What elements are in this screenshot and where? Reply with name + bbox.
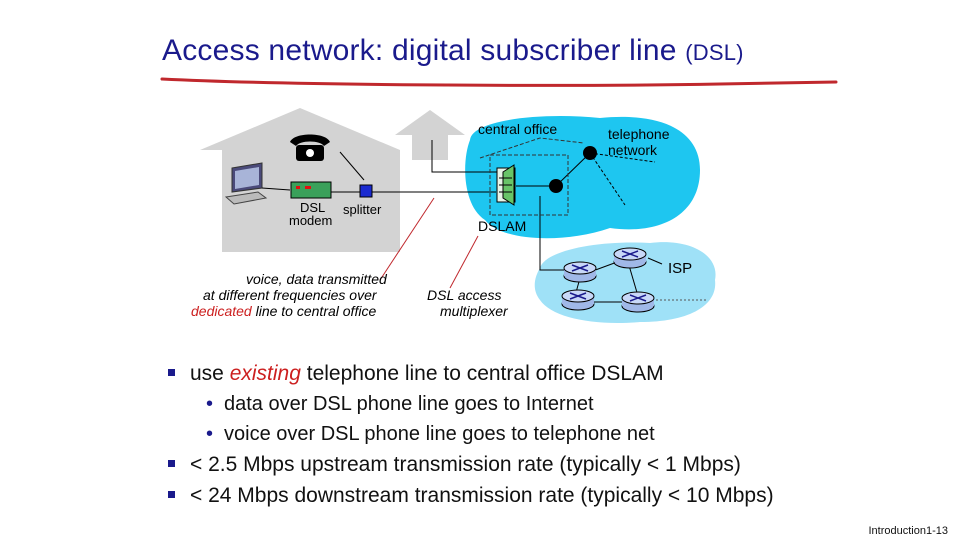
home-house	[200, 108, 400, 252]
office-switch-node	[549, 179, 563, 193]
sub-bullet-2-text: voice over DSL phone line goes to teleph…	[224, 423, 655, 445]
bullet-1-pre: use	[190, 362, 230, 385]
bullet-list: use existing telephone line to central o…	[168, 358, 774, 511]
dsl-modem-label-1: DSL	[300, 200, 326, 215]
splitter-label: splitter	[343, 202, 382, 217]
dsl-modem-icon	[290, 181, 332, 199]
slide-footer: Introduction1-13	[868, 525, 949, 537]
bullet-existing-line: use existing telephone line to central o…	[168, 358, 774, 389]
telephone-network-label-1: telephone	[608, 126, 670, 142]
dslam-label: DSLAM	[478, 218, 527, 234]
slide-title: Access network: digital subscriber line …	[162, 34, 744, 68]
computer-icon	[224, 162, 291, 205]
bullet-1-post: telephone line to central office DSLAM	[300, 362, 664, 385]
dedicated-emphasis: dedicated	[191, 303, 252, 319]
multiplexer-label: multiplexer	[440, 303, 508, 319]
central-office-building	[395, 110, 465, 160]
sub-bullet-data: • data over DSL phone line goes to Inter…	[168, 389, 774, 419]
sub-bullet-dot-icon: •	[206, 393, 214, 415]
sub-bullet-voice: • voice over DSL phone line goes to tele…	[168, 419, 774, 449]
sub-bullet-dot-icon: •	[206, 423, 214, 445]
bullet-square-icon	[168, 369, 175, 376]
central-office-cloud	[465, 116, 700, 239]
slide-title-abbr: (DSL)	[685, 40, 744, 65]
dsl-diagram	[200, 108, 716, 324]
voice-data-note-line-1: voice, data transmitted	[246, 271, 387, 287]
dsl-access-label: DSL access	[427, 287, 502, 303]
isp-label: ISP	[668, 260, 693, 277]
sub-bullet-1-text: data over DSL phone line goes to Interne…	[224, 393, 594, 415]
title-underline	[160, 77, 838, 87]
central-office-label: central office	[478, 121, 558, 137]
dsl-modem-label-2: modem	[289, 213, 333, 228]
telephone-network-node	[583, 146, 597, 160]
dslam-icon	[496, 164, 516, 206]
bullet-2-text: < 2.5 Mbps upstream transmission rate (t…	[190, 453, 741, 476]
slide-title-main: Access network: digital subscriber line	[162, 34, 677, 67]
existing-emphasis: existing	[229, 362, 301, 385]
bullet-3-text: < 24 Mbps downstream transmission rate (…	[190, 484, 774, 507]
bullet-square-icon	[168, 460, 175, 467]
bullet-downstream: < 24 Mbps downstream transmission rate (…	[168, 480, 774, 511]
voice-data-note-line-3: dedicated line to central office	[191, 303, 376, 319]
voice-data-note-line-2: at different frequencies over	[203, 287, 377, 303]
telephone-icon	[290, 134, 330, 161]
bullet-upstream: < 2.5 Mbps upstream transmission rate (t…	[168, 449, 774, 480]
isp-routers	[561, 247, 706, 313]
telephone-network-label-2: network	[608, 142, 658, 158]
voice-data-note-rest: line to central office	[251, 303, 377, 319]
splitter-icon	[359, 184, 373, 198]
bullet-square-icon	[168, 491, 175, 498]
